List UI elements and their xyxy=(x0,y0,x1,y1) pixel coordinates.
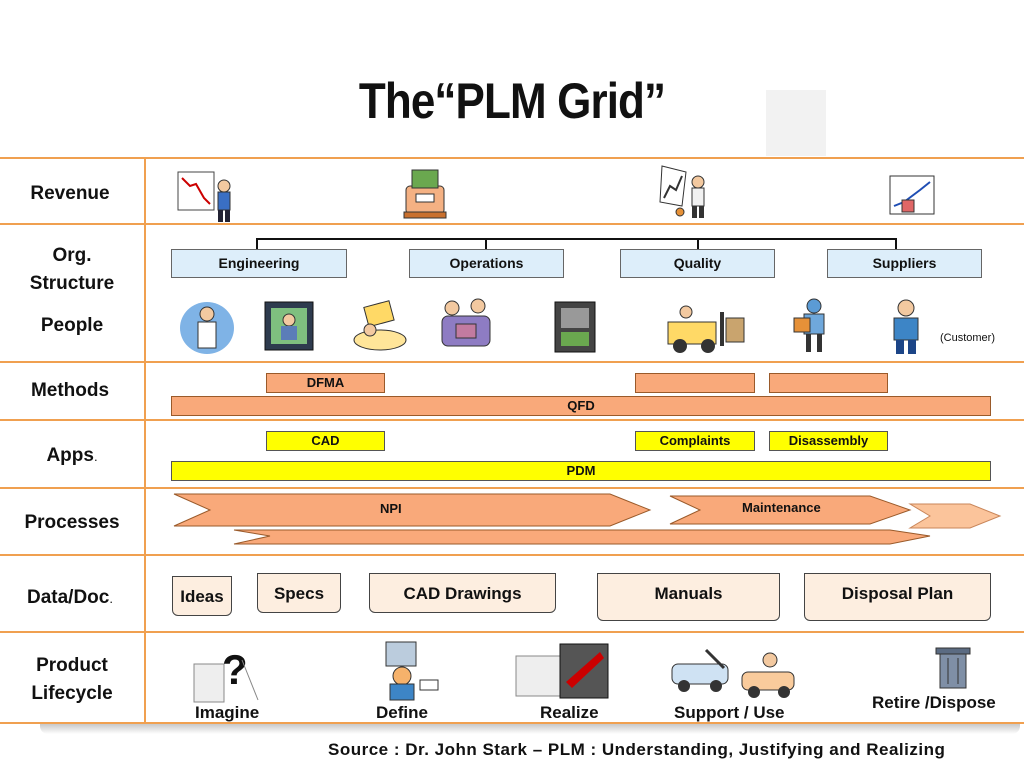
grid-line xyxy=(0,487,1024,489)
delivery-person-icon xyxy=(793,298,825,352)
trash-can-icon xyxy=(935,647,971,689)
org-box-engineering: Engineering xyxy=(171,249,347,278)
row-label-people: People xyxy=(40,315,104,336)
grid-line xyxy=(0,722,1024,724)
stage-define: Define xyxy=(376,703,428,722)
org-connector xyxy=(256,238,897,240)
row-label-data-doc: Data/Doc. xyxy=(27,587,113,608)
declining-chart-person-icon xyxy=(177,171,231,222)
org-connector xyxy=(697,238,699,250)
npi-arrow xyxy=(173,493,652,527)
stage-support-use: Support / Use xyxy=(674,703,785,722)
doc-specs: Specs xyxy=(257,573,341,613)
label-column-divider xyxy=(144,157,146,724)
source-citation: Source : Dr. John Stark – PLM : Understa… xyxy=(328,740,946,759)
org-connector xyxy=(256,238,258,250)
customer-note: (Customer) xyxy=(940,332,996,344)
grid-line xyxy=(0,223,1024,225)
retire-arrow xyxy=(908,503,1002,529)
money-register-icon xyxy=(403,169,447,219)
process-maintenance: Maintenance xyxy=(742,500,821,515)
growth-chart-icon xyxy=(889,175,935,215)
app-disassembly: Disassembly xyxy=(769,431,888,451)
maintenance-arrow xyxy=(669,495,912,525)
process-arrows xyxy=(173,493,1002,545)
page-title: The“PLM Grid” xyxy=(358,73,666,129)
stage-retire-dispose: Retire /Dispose xyxy=(872,693,996,712)
presenter-chart-icon xyxy=(659,165,705,218)
grid-line xyxy=(0,157,1024,159)
doc-ideas: Ideas xyxy=(172,576,232,616)
method-qfd: QFD xyxy=(171,396,991,416)
org-box-quality: Quality xyxy=(620,249,775,278)
team-group-icon xyxy=(441,298,491,347)
background-shape xyxy=(766,90,826,156)
doc-disposal-plan: Disposal Plan xyxy=(804,573,991,621)
stage-realize: Realize xyxy=(540,703,599,722)
doc-cad-drawings: CAD Drawings xyxy=(369,573,556,613)
row-label-processes: Processes xyxy=(24,512,120,533)
app-complaints: Complaints xyxy=(635,431,755,451)
method-bar-quality xyxy=(635,373,755,393)
forklift-icon xyxy=(667,305,745,353)
org-box-suppliers: Suppliers xyxy=(827,249,982,278)
app-cad: CAD xyxy=(266,431,385,451)
org-box-operations: Operations xyxy=(409,249,564,278)
row-label-methods: Methods xyxy=(30,380,110,401)
process-npi: NPI xyxy=(380,501,402,516)
worker-machine-icon xyxy=(554,301,596,353)
paperwork-person-icon xyxy=(353,300,407,351)
org-connector xyxy=(895,238,897,250)
row-label-product-lifecycle: Product Lifecycle xyxy=(31,655,113,704)
lower-process-arrow xyxy=(233,529,931,545)
method-dfma: DFMA xyxy=(266,373,385,393)
stage-imagine: Imagine xyxy=(195,703,260,722)
thinking-question-icon: ? xyxy=(193,646,259,703)
scientist-icon xyxy=(180,302,234,354)
app-pdm: PDM xyxy=(171,461,991,481)
grid-line xyxy=(0,631,1024,633)
customer-person-icon xyxy=(893,299,919,354)
designer-computer-icon xyxy=(385,641,439,701)
doc-manuals: Manuals xyxy=(597,573,780,621)
grid-line xyxy=(0,554,1024,556)
row-label-revenue: Revenue xyxy=(30,183,110,204)
manufacturing-machine-icon xyxy=(515,643,609,699)
row-label-apps: Apps. xyxy=(46,445,98,466)
bottom-shadow xyxy=(40,724,1020,734)
grid-line xyxy=(0,419,1024,421)
method-bar-suppliers xyxy=(769,373,888,393)
service-car-icon xyxy=(671,648,795,698)
engineer-desk-icon xyxy=(264,301,314,351)
row-label-org: Org. Structure xyxy=(29,245,115,294)
org-connector xyxy=(485,238,487,250)
grid-line xyxy=(0,361,1024,363)
svg-text:?: ? xyxy=(222,646,248,693)
